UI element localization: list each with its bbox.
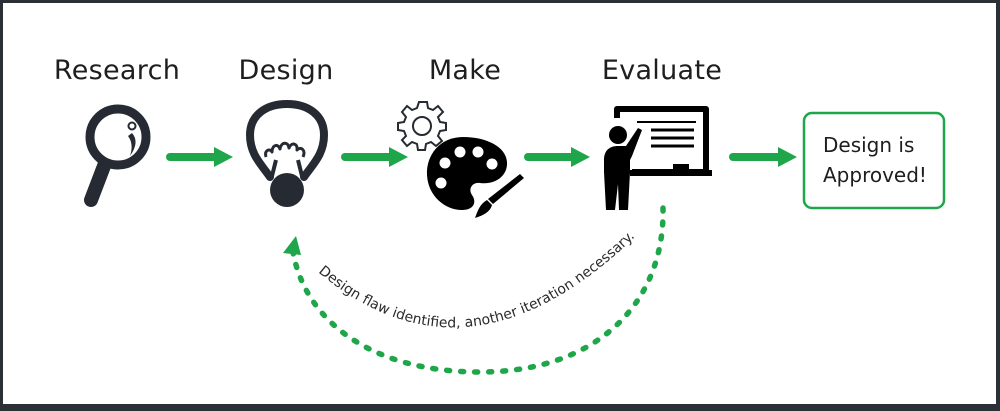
stage-label-make: Make [429, 55, 501, 86]
magnifying-glass-icon [84, 104, 151, 207]
feedback-loop-arrow [283, 205, 666, 375]
stage-label-research: Research [54, 55, 180, 86]
outcome-text-line2: Approved! [823, 163, 927, 187]
paint-palette-icon [426, 137, 524, 218]
stage-label-design: Design [238, 55, 333, 86]
stage-label-evaluate: Evaluate [602, 55, 722, 86]
flow-arrow-research-to-design [166, 147, 233, 167]
feedback-loop-label: Design flaw identified, another iteratio… [316, 228, 638, 331]
flow-arrow-evaluate-to-approved [729, 147, 797, 167]
feedback-loop-arrowhead [283, 236, 301, 255]
outcome-box-design-approved: Design is Approved! [802, 111, 946, 210]
gear-icon [397, 101, 447, 151]
presenter-at-whiteboard-icon [604, 106, 712, 210]
lightbulb-icon [245, 99, 329, 207]
flow-arrow-make-to-evaluate [524, 147, 590, 167]
outcome-text-line1: Design is [823, 133, 914, 157]
flow-arrow-design-to-make [341, 147, 408, 167]
feedback-loop-label-path: Design flaw identified, another iteratio… [316, 228, 638, 331]
